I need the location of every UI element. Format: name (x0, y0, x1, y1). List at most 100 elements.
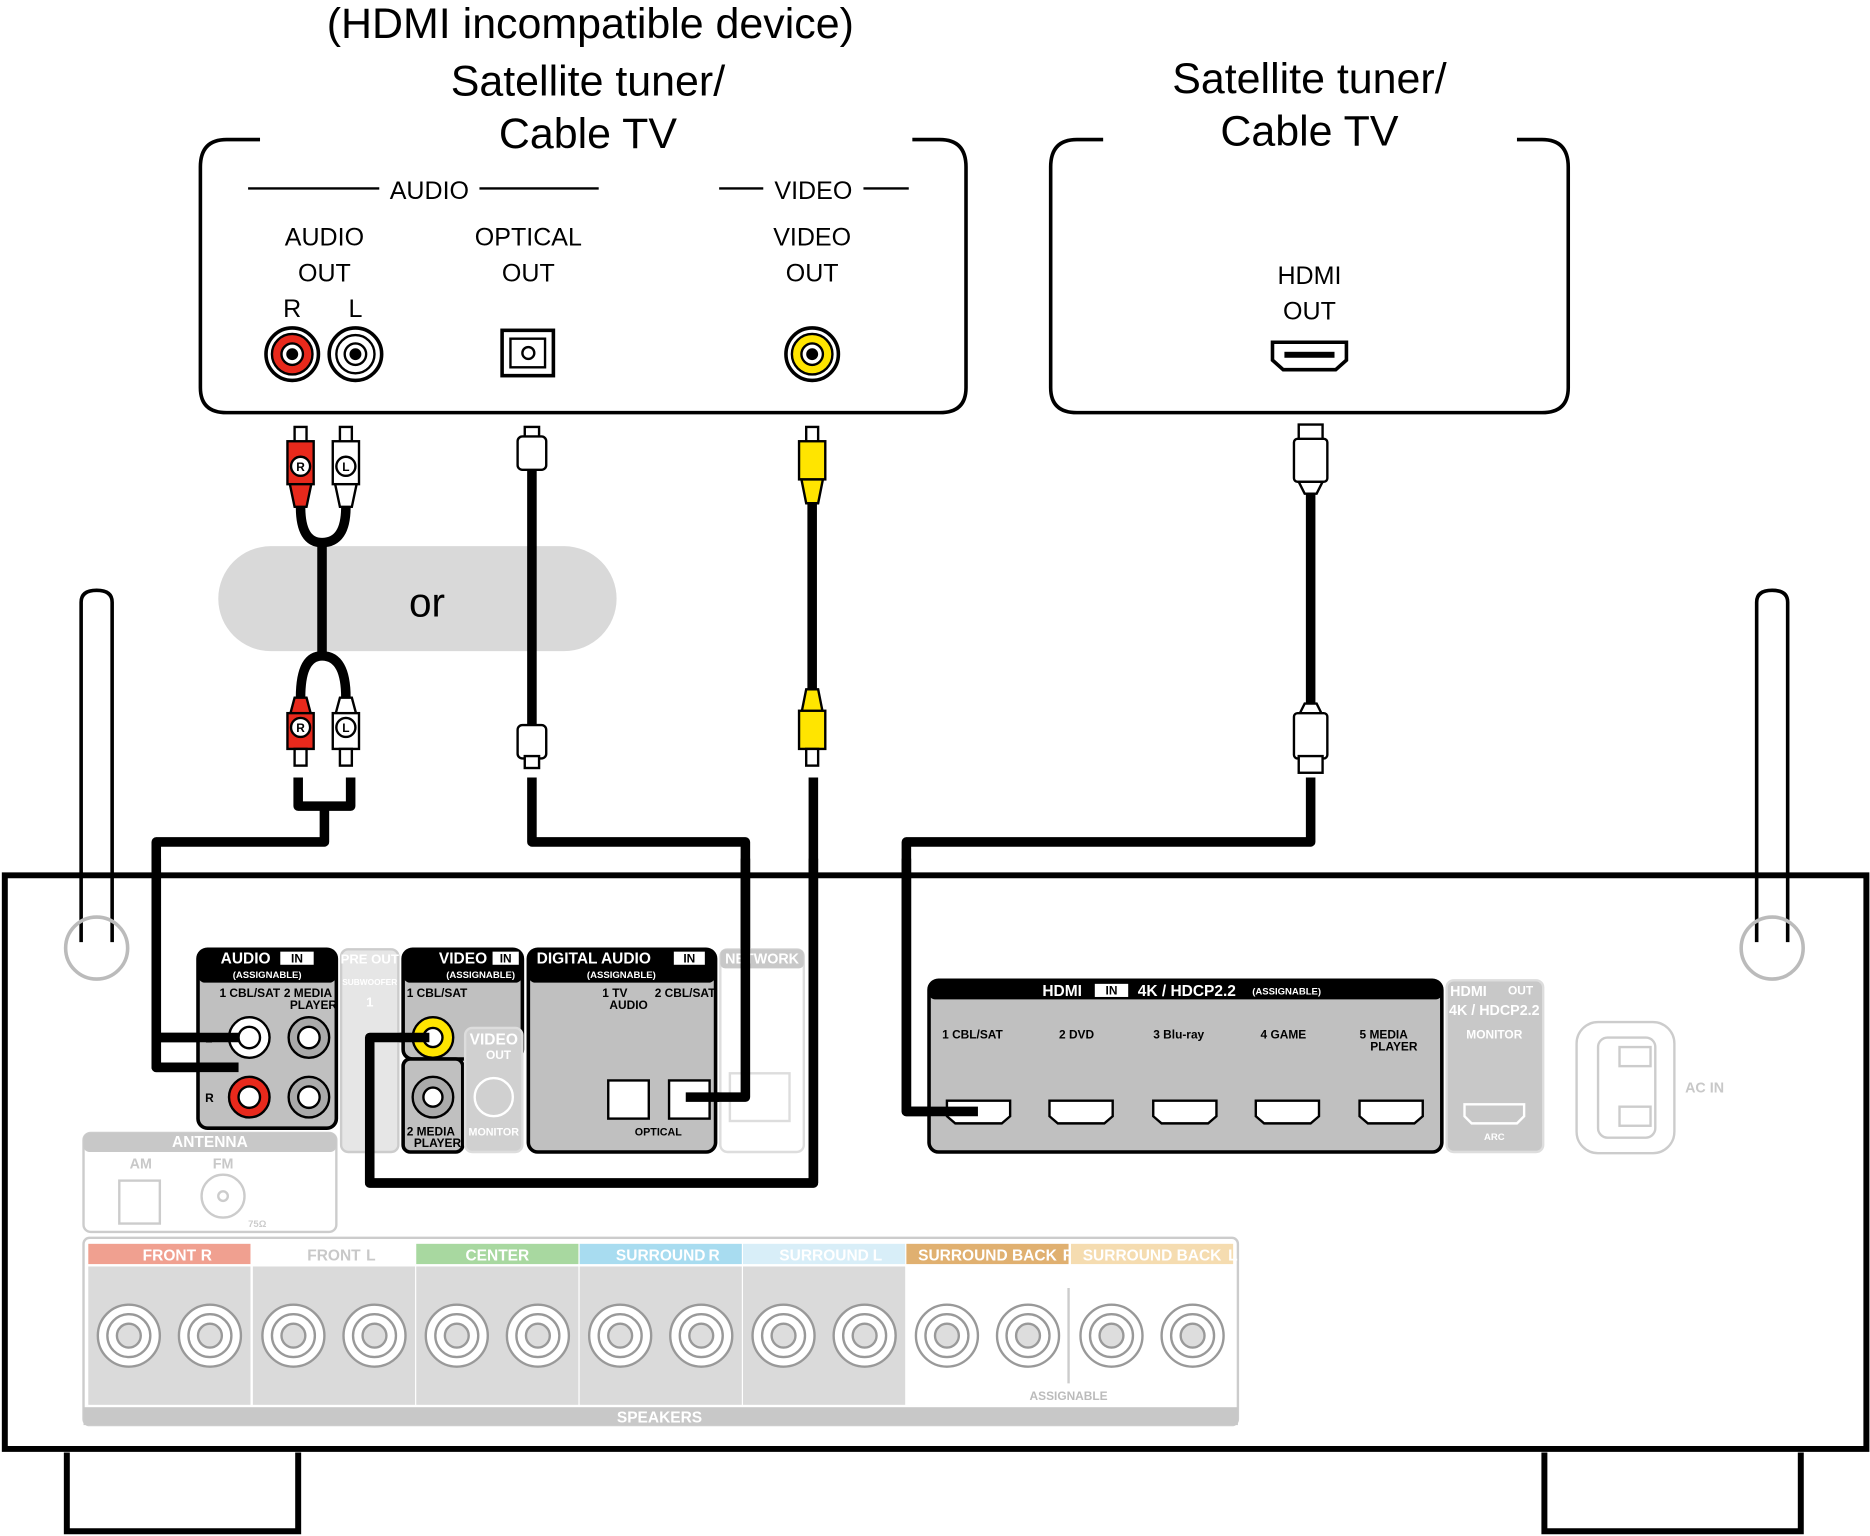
hdmi-port-icon (1254, 1099, 1321, 1125)
hdmi-port-icon (1152, 1099, 1218, 1125)
hdmi-out-panel: HDMI OUT 4K / HDCP2.2 MONITOR ARC (1445, 979, 1545, 1154)
rca-plug-red-top-icon: R (286, 425, 315, 509)
hdmi-out-label: HDMI (1277, 262, 1341, 290)
hdmi-in-5b: PLAYER (1370, 1040, 1418, 1054)
audio-in-sub: (ASSIGNABLE) (233, 970, 302, 981)
speaker-side-label: R (1063, 1248, 1074, 1265)
speaker-binding-post-icon (443, 1322, 470, 1349)
antenna-left-icon (63, 588, 130, 981)
speaker-side-label: L (873, 1248, 882, 1265)
speakers-title: SPEAKERS (617, 1410, 702, 1427)
video-in-title: VIDEO (439, 951, 487, 968)
speaker-binding-post-icon (851, 1322, 878, 1349)
video-group-label: VIDEO (774, 177, 852, 205)
hdmi-in-1: 1 CBL/SAT (942, 1028, 1003, 1042)
digital-audio-sub: (ASSIGNABLE) (587, 970, 656, 981)
am-terminal-icon (118, 1179, 162, 1225)
hdmi-in-5: 5 MEDIA (1360, 1028, 1409, 1042)
optical-out-label-2: OUT (502, 259, 555, 287)
right-device-title-1: Satellite tuner/ (1172, 55, 1446, 103)
left-device-title-3: Cable TV (499, 110, 678, 158)
left-device-title-1: (HDMI incompatible device) (327, 0, 854, 48)
plug-r-label: R (296, 460, 305, 474)
antenna-right-icon (1739, 588, 1805, 981)
hdmi-port-icon (1463, 1103, 1526, 1125)
network-panel: NETWORK (719, 948, 806, 1154)
antenna-title: ANTENNA (172, 1134, 248, 1151)
speaker-binding-post-icon (688, 1322, 715, 1349)
antenna-am: AM (130, 1157, 152, 1173)
speaker-binding-post-icon (196, 1322, 224, 1349)
hdmi-in-panel: HDMI IN 4K / HDCP2.2 (ASSIGNABLE) 1 CBL/… (927, 978, 1444, 1154)
rca-jack-icon (227, 1075, 271, 1119)
left-device: (HDMI incompatible device) Satellite tun… (198, 0, 968, 415)
speaker-binding-post-icon (361, 1322, 388, 1349)
speaker-binding-post-icon (1098, 1322, 1125, 1349)
audio-l-label: L (348, 295, 362, 323)
audio-in-title: AUDIO (221, 951, 271, 968)
speaker-binding-post-icon (1179, 1322, 1206, 1349)
video-out-monitor: MONITOR (469, 1126, 520, 1138)
video-in-badge: IN (500, 951, 512, 965)
speaker-channel-label: FRONT (307, 1248, 361, 1265)
right-device-box (1048, 137, 1571, 415)
plug-r-label: R (296, 721, 305, 735)
rca-jack-red-icon (264, 326, 321, 383)
av-receiver: AUDIO IN (ASSIGNABLE) 1 CBL/SAT 2 MEDIA … (1, 588, 1870, 1535)
optical-jack-icon (500, 328, 556, 378)
speaker-side-label: L (366, 1248, 375, 1265)
speaker-binding-post-icon (1014, 1322, 1042, 1349)
network-label: NETWORK (725, 952, 800, 968)
left-device-title-2: Satellite tuner/ (451, 57, 725, 105)
left-device-box (198, 137, 968, 415)
digital-audio-input-1b: AUDIO (609, 998, 647, 1012)
speaker-side-label: L (1228, 1248, 1237, 1265)
video-out-label-2: OUT (786, 259, 839, 287)
plug-l-label: L (342, 460, 349, 474)
rca-jack-white-icon (327, 326, 384, 383)
hdmi-out-spec: 4K / HDCP2.2 (1449, 1003, 1540, 1019)
speaker-channel-label: SURROUND (779, 1248, 869, 1265)
hdmi-out-title: HDMI (1450, 984, 1487, 1000)
plug-l-label: L (342, 721, 349, 735)
rca-jack-icon (227, 1016, 271, 1059)
audio-group-label: AUDIO (390, 177, 469, 205)
hdmi-in-3: 3 Blu-ray (1153, 1028, 1204, 1042)
rca-jack-icon (287, 1016, 331, 1059)
subwoofer-label: SUBWOOFER (342, 977, 397, 987)
optical-port-icon (607, 1079, 650, 1120)
speaker-binding-post-icon (933, 1322, 961, 1349)
right-device-title-2: Cable TV (1220, 107, 1399, 155)
audio-out-label: AUDIO (285, 224, 364, 252)
video-in-panel: VIDEO IN (ASSIGNABLE) 1 CBL/SAT 2 MEDIA … (401, 947, 525, 1154)
speaker-binding-post-icon (280, 1322, 307, 1349)
hdmi-port-icon (1048, 1099, 1114, 1125)
speaker-channel-label: CENTER (465, 1248, 529, 1265)
speaker-channel-label: SURROUND (616, 1248, 706, 1265)
hdmi-out-arc: ARC (1484, 1132, 1505, 1143)
rca-jack-icon (287, 1075, 331, 1119)
or-label: or (409, 580, 445, 626)
hdmi-out-monitor: MONITOR (1466, 1028, 1522, 1042)
optical-plug-top-icon (516, 425, 548, 472)
video-out-label: VIDEO (773, 224, 851, 252)
video-out-badge: OUT (486, 1048, 512, 1062)
antenna-ohm: 75Ω (248, 1219, 267, 1230)
hdmi-plug-top-icon (1292, 423, 1329, 495)
speaker-channel-label: FRONT (143, 1248, 197, 1265)
video-out-panel: VIDEO OUT MONITOR (463, 1026, 524, 1154)
optical-out-label: OPTICAL (475, 224, 582, 252)
speaker-terminal-2: CENTER (416, 1243, 579, 1405)
rca-plug-white-top-icon: L (331, 425, 361, 509)
fm-terminal-icon (200, 1173, 246, 1219)
rca-plug-white-bottom-icon: L (331, 696, 361, 767)
rca-jack-yellow-icon (784, 326, 841, 383)
audio-in-panel: AUDIO IN (ASSIGNABLE) 1 CBL/SAT 2 MEDIA … (196, 947, 339, 1130)
